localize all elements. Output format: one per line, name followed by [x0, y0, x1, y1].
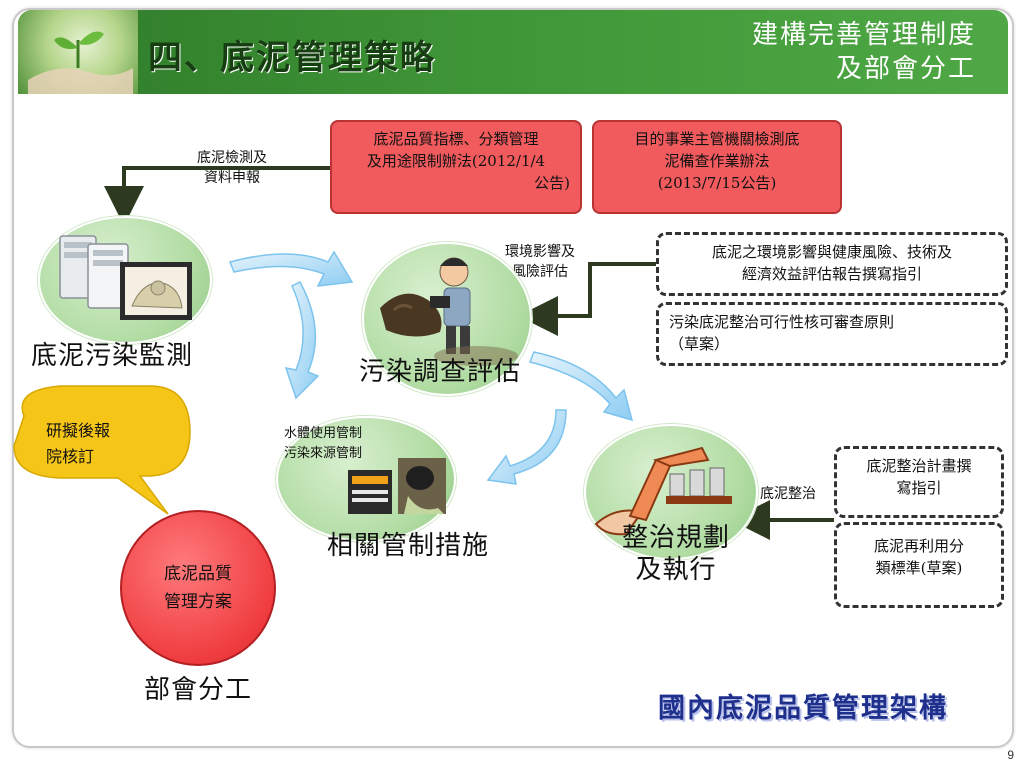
control-note-line2: 污染來源管制 [284, 446, 363, 461]
regulation-inspection-line3: (2013/7/15公告) [657, 174, 777, 192]
stage-control: 相關管制措施 [326, 531, 489, 561]
regulation-quality-index-line3: 公告) [534, 174, 570, 192]
bubble-line2: 院核訂 [46, 447, 95, 466]
guideline-feasibility-line2: （草案） [669, 335, 730, 353]
standard-reuse-line1: 底泥再利用分 [873, 537, 964, 555]
monitoring-circle [38, 216, 212, 344]
guideline-remediation-line2: 寫指引 [896, 479, 942, 497]
server-monitor-icon [59, 235, 192, 320]
guideline-risk-assessment: 底泥之環境影響與健康風險、技術及 經濟效益評估報告撰寫指引 [656, 232, 1008, 296]
flow-arrow-monitor-to-control [284, 281, 320, 400]
footer-title: 國內底泥品質管理架構 [658, 693, 948, 724]
guideline-remediation-line1: 底泥整治計畫撰 [866, 457, 972, 475]
control-note: 水體使用管制 污染來源管制 [284, 424, 396, 464]
regulation-quality-index: 底泥品質指標、分類管理 及用途限制辦法(2012/1/4 公告) [330, 120, 582, 214]
report-connector [104, 166, 332, 226]
investigation-circle [362, 242, 532, 396]
stage-planning-line1: 整治規劃 [621, 523, 730, 553]
header-subtitle: 建構完善管理制度 及部會分工 [752, 18, 976, 86]
flow-arrow-investigate-to-planning [528, 351, 634, 422]
regulation-inspection-line1: 目的事業主管機關檢測底 [634, 130, 800, 148]
flow-arrow-monitor-to-investigate [228, 250, 354, 287]
bubble-line1: 研擬後報 [46, 421, 111, 440]
guideline-risk-line1: 底泥之環境影響與健康風險、技術及 [711, 243, 952, 261]
stage-planning-line2: 及執行 [635, 555, 717, 585]
control-note-line1: 水體使用管制 [284, 426, 363, 441]
label-risk-line2: 風險評估 [512, 264, 568, 280]
stage-investigation: 污染調查評估 [358, 357, 521, 387]
regulation-quality-index-line1: 底泥品質指標、分類管理 [373, 130, 539, 148]
label-report: 底泥檢測及 資料申報 [176, 148, 288, 188]
management-plan-line1: 底泥品質 [164, 564, 232, 584]
field-investigator-icon [380, 257, 518, 366]
guideline-feasibility-line1: 污染底泥整治可行性核可審查原則 [669, 313, 895, 331]
label-risk: 環境影響及 風險評估 [488, 242, 592, 282]
division-label: 部會分工 [143, 675, 252, 705]
label-risk-line1: 環境影響及 [505, 244, 575, 260]
standard-reuse-line2: 類標準(草案) [875, 559, 963, 577]
pollution-sign-icon [348, 458, 446, 514]
label-report-line2: 資料申報 [204, 170, 260, 186]
guideline-feasibility-review: 污染底泥整治可行性核可審查原則 （草案） [656, 302, 1008, 366]
regulation-inspection-procedure: 目的事業主管機關檢測底 泥備查作業辦法 (2013/7/15公告) [592, 120, 842, 214]
header-subtitle-line1: 建構完善管理制度 [751, 20, 976, 50]
page-number: 9 [1007, 748, 1014, 762]
management-plan-line2: 管理方案 [164, 592, 232, 612]
label-report-line1: 底泥檢測及 [197, 150, 267, 166]
management-plan-circle: 底泥品質 管理方案 [120, 510, 276, 666]
excavator-icon [594, 446, 732, 536]
risk-connector [518, 262, 656, 336]
guideline-risk-line2: 經濟效益評估報告撰寫指引 [741, 265, 922, 283]
regulation-quality-index-line2: 及用途限制辦法(2012/1/4 [366, 152, 546, 170]
flow-arrows [228, 250, 634, 485]
seedling-icon [28, 31, 133, 94]
header-subtitle-line2: 及部會分工 [835, 54, 976, 84]
slide-title: 四、底泥管理策略 [148, 38, 436, 78]
flow-arrow-planning-to-control [486, 409, 567, 485]
standard-reuse-classification: 底泥再利用分 類標準(草案) [834, 522, 1004, 608]
planning-circle [584, 424, 758, 560]
bubble-text: 研擬後報 院核訂 [46, 418, 110, 470]
control-circle [276, 416, 456, 542]
guideline-remediation-plan: 底泥整治計畫撰 寫指引 [834, 446, 1004, 518]
seedling-hands-photo [18, 10, 138, 94]
stage-planning: 整治規劃 及執行 [600, 522, 752, 586]
header-bar [18, 10, 1008, 94]
label-remediation: 底泥整治 [760, 486, 816, 502]
stage-monitoring: 底泥污染監測 [30, 341, 193, 371]
regulation-inspection-line2: 泥備查作業辦法 [664, 152, 770, 170]
